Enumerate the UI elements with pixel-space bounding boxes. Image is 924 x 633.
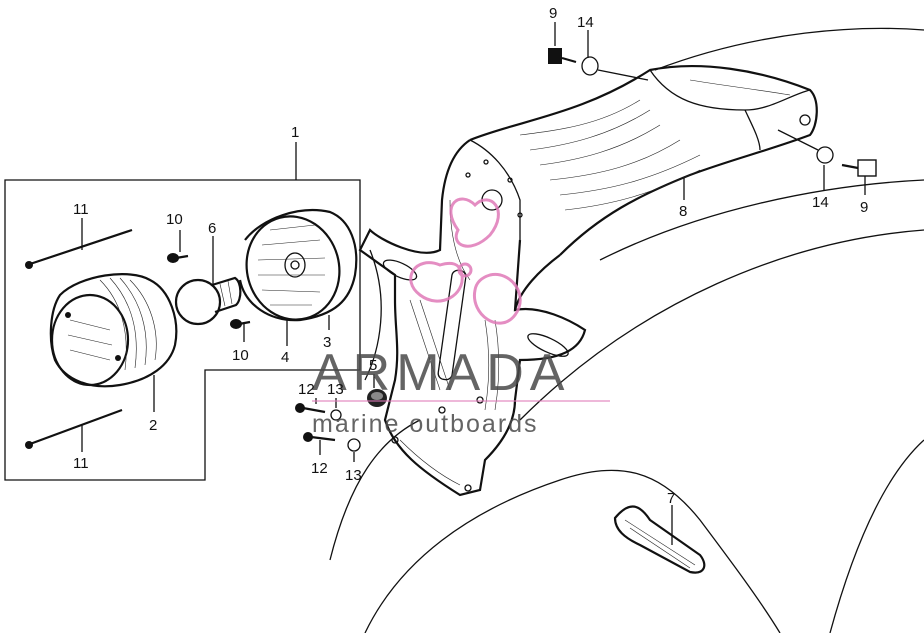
watermark-tagline: marine outboards <box>312 410 539 438</box>
callout-7: 7 <box>667 490 675 507</box>
watermark-logo: ARMADA marine outboards <box>312 197 610 438</box>
callout-13-lower: 13 <box>345 467 362 484</box>
taillight-housing <box>238 209 358 322</box>
callout-13-upper: 13 <box>327 381 344 398</box>
callout-10-bottom: 10 <box>232 347 249 364</box>
bulb <box>174 276 242 326</box>
fender-outline <box>329 27 924 633</box>
armada-logo-icon <box>409 197 522 325</box>
callout-3: 3 <box>323 334 331 351</box>
callout-11-top: 11 <box>73 201 89 218</box>
bolts-11 <box>25 228 133 449</box>
assembly-frame <box>4 142 361 481</box>
callout-4: 4 <box>281 349 289 366</box>
leader-lines <box>81 22 866 545</box>
license-bracket <box>358 65 818 497</box>
bolts-12-washers-13 <box>295 403 361 452</box>
callout-11-bottom: 11 <box>73 455 89 472</box>
callout-2: 2 <box>149 417 157 434</box>
watermark-brand: ARMADA <box>312 344 570 402</box>
callout-labels: 1 2 3 4 5 6 7 8 9 9 10 10 11 11 12 12 13… <box>73 5 868 507</box>
callout-12-upper: 12 <box>298 381 315 398</box>
callout-10-top: 10 <box>166 211 183 228</box>
reflector-strip <box>613 505 706 574</box>
callout-1: 1 <box>291 124 299 141</box>
grommet <box>367 389 387 407</box>
callout-14-right: 14 <box>812 194 829 211</box>
callout-6: 6 <box>208 220 216 237</box>
callout-9-right: 9 <box>860 199 868 216</box>
screws-10 <box>167 253 251 329</box>
callout-8: 8 <box>679 203 687 220</box>
bolts-9-washers-14 <box>548 48 877 177</box>
taillight-lens <box>49 273 178 388</box>
callout-9-top: 9 <box>549 5 557 22</box>
callout-14-top: 14 <box>577 14 594 31</box>
callout-5: 5 <box>369 357 377 374</box>
callout-12-lower: 12 <box>311 460 328 477</box>
